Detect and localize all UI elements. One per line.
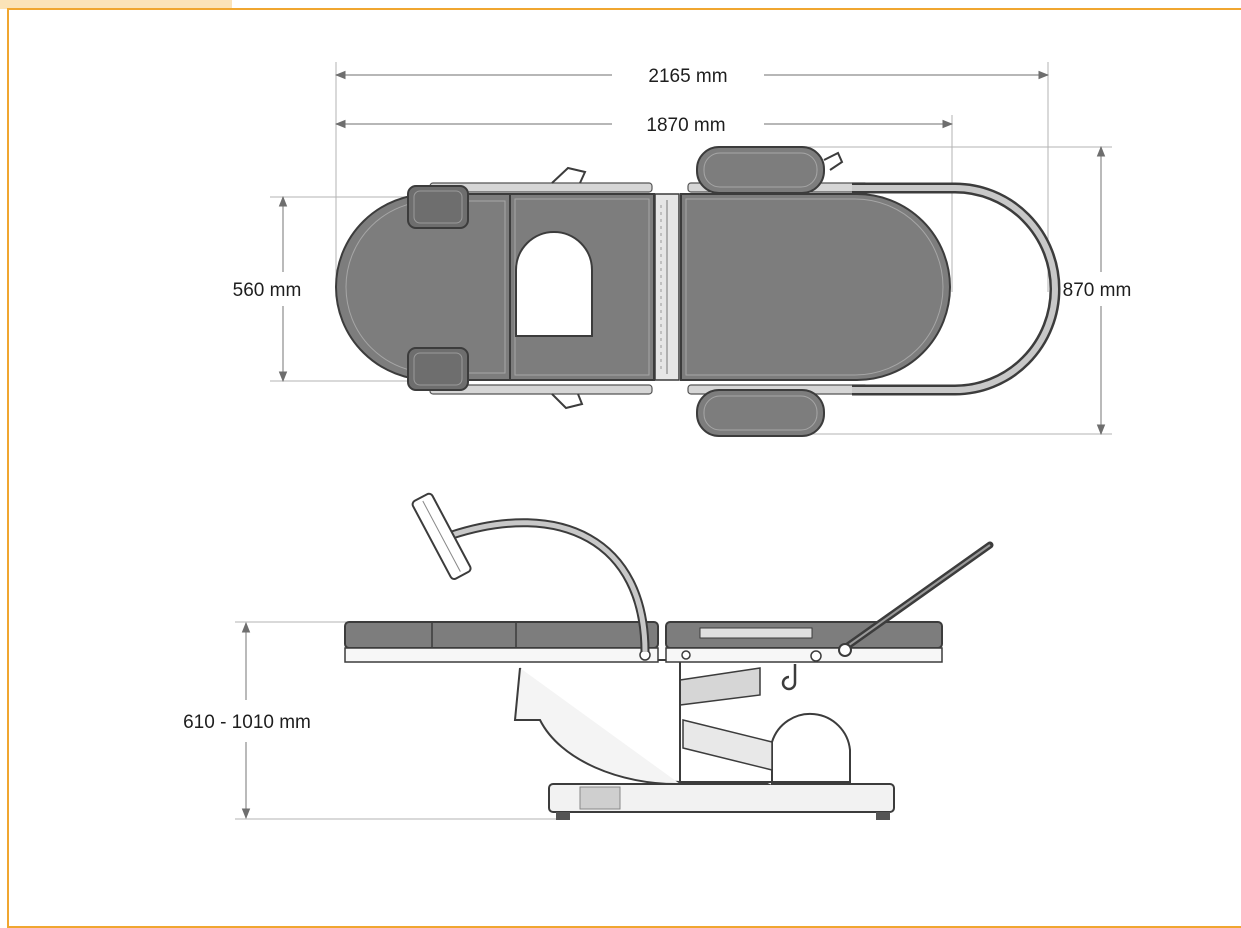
back-section-cushion	[680, 193, 951, 381]
leg-section-cushion	[335, 193, 511, 381]
overall-length-label: 2165 mm	[648, 66, 727, 87]
leg-rest-bottom	[407, 347, 469, 391]
table-base	[548, 783, 895, 820]
side-view-table	[344, 492, 994, 820]
dimension-560: 560 mm	[233, 195, 420, 383]
dimension-2165: 2165 mm	[334, 62, 1050, 292]
top-width-label: 560 mm	[233, 280, 302, 301]
technical-drawing: 2165 mm 1870 mm 560 mm 870 mm	[183, 62, 1132, 820]
top-view-table	[335, 146, 1061, 437]
height-range-label: 610 - 1010 mm	[183, 712, 311, 733]
leg-rest-top	[407, 185, 469, 229]
overall-width-label: 870 mm	[1063, 280, 1132, 301]
top-length-label: 1870 mm	[646, 115, 725, 136]
dimension-870: 870 mm	[806, 145, 1132, 436]
side-head-rest	[411, 492, 472, 580]
arm-rest-top	[696, 146, 844, 194]
seat-cutout	[515, 231, 593, 337]
dimension-1870: 1870 mm	[334, 115, 954, 292]
top-left-tab	[0, 0, 232, 9]
dimension-height: 610 - 1010 mm	[183, 621, 560, 820]
tabletop-cushion-left	[344, 621, 659, 649]
arm-rest-bottom	[696, 389, 825, 437]
